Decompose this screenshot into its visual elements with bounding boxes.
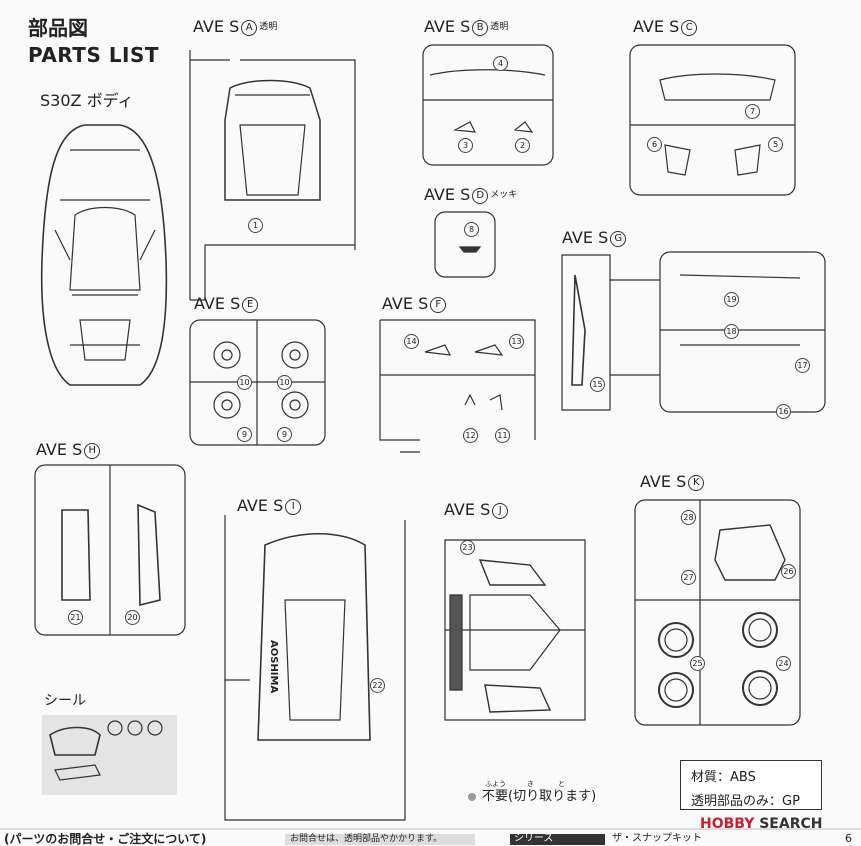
part-number-16: 16 bbox=[776, 404, 791, 419]
sticker-sheet bbox=[42, 715, 177, 795]
part-number-8: 8 bbox=[464, 222, 479, 237]
legend-text: 不要(切り取ります) bbox=[482, 789, 597, 804]
watermark-brand: HOBBY bbox=[700, 816, 755, 832]
part-number-3: 3 bbox=[458, 138, 473, 153]
material-box: 材質：ABS 透明部品のみ：GP bbox=[680, 760, 822, 810]
material-line-1: 材質：ABS bbox=[691, 770, 756, 785]
part-number-23: 23 bbox=[460, 540, 475, 555]
sprue-e bbox=[189, 319, 326, 446]
part-number-4: 4 bbox=[493, 56, 508, 71]
sticker-label: シール bbox=[44, 693, 86, 709]
part-number-10b: 10 bbox=[277, 375, 292, 390]
part-number-10a: 10 bbox=[237, 375, 252, 390]
sprue-k bbox=[634, 499, 801, 726]
sprue-a bbox=[189, 50, 356, 301]
legend-dot bbox=[468, 793, 476, 801]
part-number-18: 18 bbox=[724, 324, 739, 339]
part-number-9b: 9 bbox=[277, 427, 292, 442]
part-number-15: 15 bbox=[590, 377, 605, 392]
legend-ruby-fuyou: ふよう bbox=[485, 780, 506, 788]
part-number-13: 13 bbox=[509, 334, 524, 349]
chassis-lettering: AOSHIMA bbox=[268, 640, 279, 694]
title-en: PARTS LIST bbox=[28, 43, 160, 67]
part-number-14: 14 bbox=[404, 334, 419, 349]
part-number-22: 22 bbox=[370, 678, 385, 693]
inquiry-heading: (パーツのお問合せ・ご注文について) bbox=[4, 832, 207, 846]
sprue-b bbox=[422, 44, 554, 166]
material-line-2: 透明部品のみ：GP bbox=[691, 794, 800, 809]
part-number-1: 1 bbox=[248, 218, 263, 233]
part-number-12: 12 bbox=[463, 428, 478, 443]
part-number-24: 24 bbox=[776, 656, 791, 671]
sprue-i bbox=[224, 515, 406, 821]
part-number-20: 20 bbox=[125, 610, 140, 625]
legend-ruby-to: と bbox=[558, 780, 565, 788]
legend-ruby-ki: き bbox=[527, 780, 534, 788]
hobbysearch-watermark: HOBBY SEARCH bbox=[700, 817, 822, 831]
part-number-7: 7 bbox=[745, 104, 760, 119]
sprue-c bbox=[629, 44, 796, 196]
part-number-26: 26 bbox=[781, 564, 796, 579]
series-label: シリーズ bbox=[514, 833, 554, 844]
watermark-word: SEARCH bbox=[759, 816, 823, 832]
part-number-28: 28 bbox=[681, 510, 696, 525]
series-value: ザ・スナップキット bbox=[612, 833, 702, 844]
part-number-19: 19 bbox=[724, 292, 739, 307]
sprue-d bbox=[434, 211, 496, 278]
part-number-6: 6 bbox=[647, 137, 662, 152]
part-number-2: 2 bbox=[515, 138, 530, 153]
body-label: S30Z ボディ bbox=[40, 91, 134, 110]
part-number-5: 5 bbox=[768, 137, 783, 152]
title-jp: 部品図 bbox=[28, 16, 88, 40]
sprue-f bbox=[379, 319, 536, 453]
sprue-j bbox=[444, 539, 586, 721]
part-number-25: 25 bbox=[690, 656, 705, 671]
part-number-27: 27 bbox=[681, 570, 696, 585]
part-number-9a: 9 bbox=[237, 427, 252, 442]
part-number-17: 17 bbox=[795, 358, 810, 373]
inquiry-notice: お問合せは、透明部品やかかります。 bbox=[290, 834, 443, 844]
page-number: 6 bbox=[845, 832, 852, 845]
sprue-h bbox=[34, 464, 186, 636]
part-number-11: 11 bbox=[495, 428, 510, 443]
bottom-bar-lines bbox=[0, 828, 861, 845]
s30z-body-drawing bbox=[40, 124, 168, 386]
part-number-21: 21 bbox=[68, 610, 83, 625]
sprue-g bbox=[561, 251, 826, 413]
